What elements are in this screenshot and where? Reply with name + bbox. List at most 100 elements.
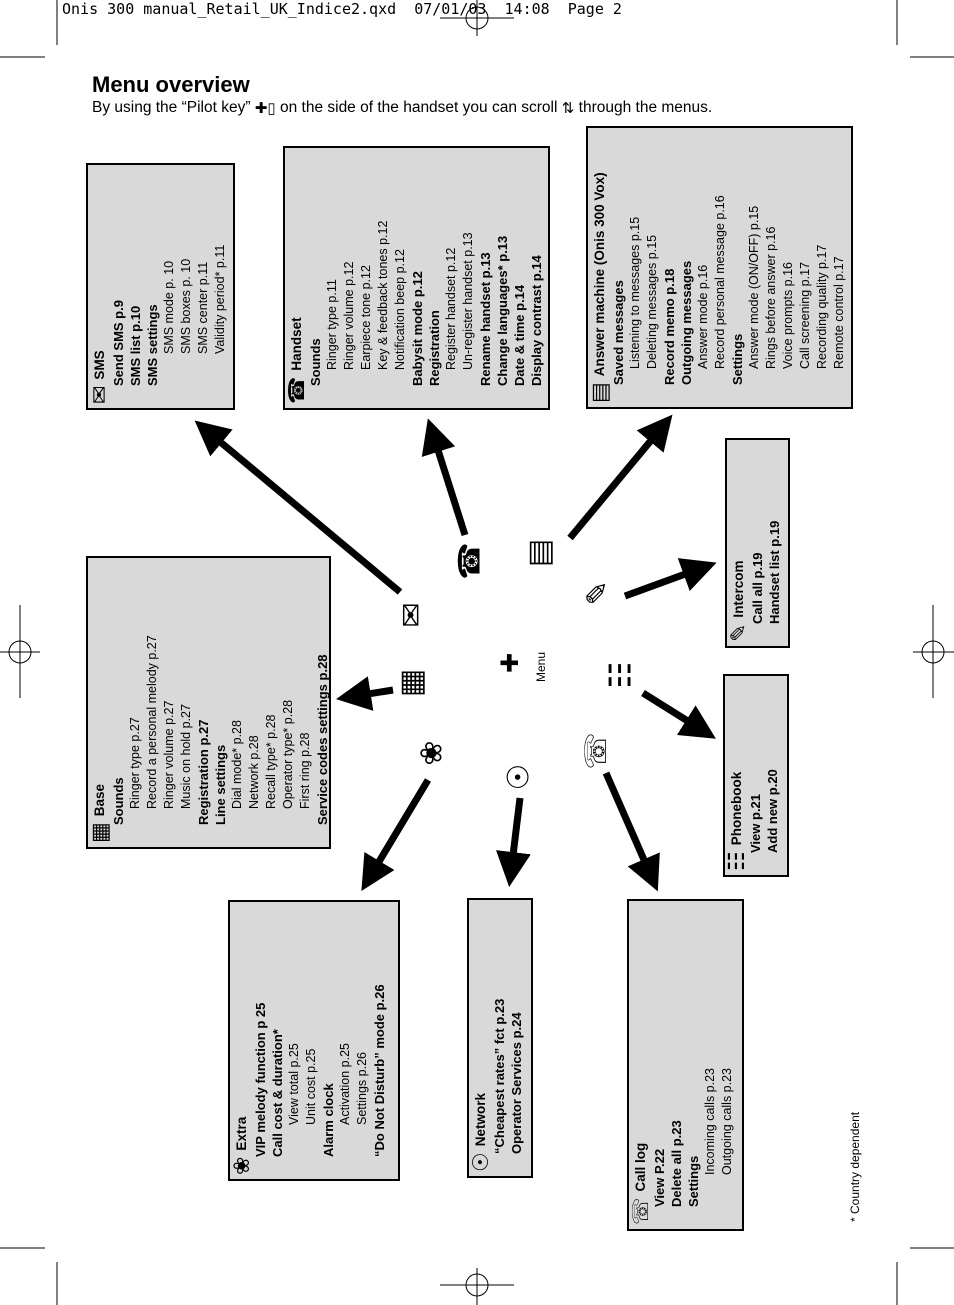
sms-menu-item: SMS list p.10 [128, 305, 143, 386]
network-box-header: ☉ Network [468, 906, 493, 1172]
handset-menu-item: Earpiece tone p.12 [359, 265, 373, 370]
sms-hub-icon: ✉ [394, 602, 430, 628]
extra-menu-item: VIP melody function p 25 [253, 1002, 268, 1157]
base-menu-item: Recall type* p.28 [264, 714, 278, 809]
network-menu-item: “Cheapest rates” fct p.23 [492, 998, 507, 1154]
sms-menu-item: SMS boxes p. 10 [179, 258, 193, 354]
answer-menu-item: Rings before answer p.16 [764, 226, 778, 369]
extra-menu-item: Settings p.26 [355, 1052, 369, 1125]
handset-menu-item: Ringer volume p.12 [342, 261, 356, 370]
answer-menu-item: Record personal message p.16 [713, 195, 727, 369]
base-menu-item: Network p.28 [247, 735, 261, 809]
sms-box-title: SMS [92, 350, 107, 380]
base-menu-item: Dial mode* p.28 [230, 720, 244, 809]
handset-menu-item: Notification beep p.12 [393, 249, 407, 370]
answer-machine-box: ▤Answer machine (Onis 300 Vox)Saved mess… [586, 126, 853, 409]
extra-menu-item: Alarm clock [321, 1083, 336, 1157]
scroll-icon: ⇅ [561, 100, 575, 117]
intercom-hub-icon: ✎ [580, 580, 616, 606]
phonebook-hub-icon: ☷ [603, 661, 639, 689]
handset-icon: ☎ [284, 376, 309, 404]
sms-menu-item: SMS mode p. 10 [162, 260, 176, 354]
base-menu-item: Ringer type p.27 [128, 717, 142, 809]
base-icon: ▦ [87, 822, 112, 843]
extra-menu-item: Call cost & duration* [270, 1029, 285, 1157]
handset-box-title: Handset [289, 317, 304, 371]
menu-arrows [194, 414, 717, 892]
answer-menu-item: Answer mode p.16 [696, 264, 710, 369]
phonebook-menu-item: View p.21 [748, 793, 763, 853]
answer-menu-item: Deleting messages p.15 [645, 234, 659, 369]
handset-menu-item: Registration [427, 310, 442, 386]
answer-menu-item: Recording quality p.17 [815, 244, 829, 369]
handset-menu-item: Display contrast p.14 [529, 255, 544, 386]
phonebook-box-title: Phonebook [729, 771, 744, 846]
handset-hub-icon: ☎ [452, 542, 488, 580]
handset-menu-item: Rename handset p.13 [478, 252, 493, 386]
base-menu-item: Line settings [213, 744, 228, 825]
network-hub-icon: ☉ [501, 763, 537, 791]
subtitle-part1: By using the “Pilot key” [92, 99, 251, 116]
answer-menu-item: Saved messages [611, 280, 626, 385]
answer-hub-icon: ▤ [522, 538, 558, 568]
calllog-menu-item: Incoming calls p.23 [703, 1067, 717, 1175]
intercom-icon: ✎ [726, 623, 751, 642]
extra-menu-item: Activation p.25 [338, 1043, 352, 1125]
phonebook-icon: ☷ [724, 851, 749, 871]
base-box-title: Base [92, 783, 107, 817]
extra-icon: ❀ [229, 1156, 254, 1175]
extra-box-title: Extra [234, 1116, 249, 1151]
phonebook-box-header: ☷ Phonebook [724, 682, 749, 871]
network-menu-item: Operator Services p.24 [509, 1012, 524, 1154]
sms-box-header: ✉SMS [87, 171, 112, 404]
answer-menu-item: Settings [730, 333, 745, 385]
intercom-menu-item: Handset list p.19 [767, 520, 782, 624]
base-menu-item: Record a personal melody p.27 [145, 635, 159, 809]
menu-label: Menu [534, 651, 548, 682]
call-log-icon: ☏ [628, 1197, 653, 1225]
calllog-menu-item: View P.22 [652, 1148, 667, 1207]
calllog-box-header: ☏ Call log [628, 907, 653, 1225]
answer-menu-item: Answer mode (ON/OFF) p.15 [747, 205, 761, 369]
extra-box-header: ❀ Extra [229, 908, 254, 1175]
network-box-title: Network [473, 1093, 488, 1147]
calllog-box-title: Call log [633, 1142, 648, 1192]
extra-hub-icon: ❀ [414, 740, 450, 766]
base-hub-icon: ▦ [394, 668, 430, 698]
sms-menu-item: Send SMS p.9 [111, 300, 126, 386]
pilot-key-icon: ✚▯ [254, 100, 276, 117]
handset-menu-item: Change languages* p.13 [495, 235, 510, 386]
extra-menu-item: “Do Not Disturb” mode p.26 [372, 984, 387, 1157]
sms-menu-item: Validity period* p.11 [213, 244, 227, 354]
page-subtitle: By using the “Pilot key” ✚▯ on the side … [92, 99, 712, 117]
network-icon: ☉ [468, 1152, 493, 1172]
handset-menu-item: Ringer type p.11 [325, 279, 339, 370]
handset-box-header: ☎ Handset [284, 154, 309, 404]
calllog-menu-item: Delete all p.23 [669, 1120, 684, 1207]
intercom-box-title: Intercom [731, 560, 746, 618]
handset-menu-item: Babysit mode p.12 [410, 271, 425, 386]
extra-menu-item: View total p.25 [287, 1043, 301, 1125]
base-menu-item: Service codes settings p.28 [315, 654, 330, 825]
base-menu-item: First ring p.28 [298, 732, 312, 809]
handset-menu-item: Un-register handset p.13 [461, 232, 475, 370]
intercom-menu-item: Call all p.19 [750, 552, 765, 624]
intercom-box-header: ✎ Intercom [726, 446, 751, 642]
sms-menu-item: SMS center p.11 [196, 261, 210, 354]
calllog-menu-item: Outgoing calls p.23 [720, 1067, 734, 1175]
handset-menu-item: Register handset p.12 [444, 247, 458, 370]
answer-box-header: ▤Answer machine (Onis 300 Vox) [587, 134, 612, 403]
extra-menu-item: Unit cost p.25 [304, 1048, 318, 1125]
base-menu-item: Sounds [111, 777, 126, 825]
sms-menu-item: SMS settings [145, 304, 160, 386]
answer-menu-item: Outgoing messages [679, 260, 694, 385]
subtitle-part3: through the menus. [578, 99, 713, 116]
